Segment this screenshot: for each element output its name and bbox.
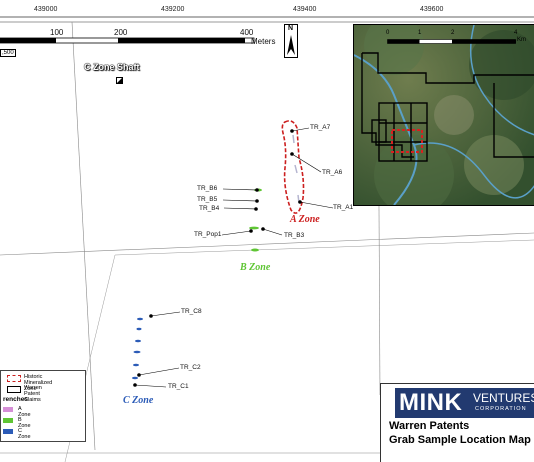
inset-study-area — [391, 129, 423, 153]
trench-b — [251, 248, 259, 252]
sample-point — [254, 207, 258, 211]
sample-point — [255, 188, 259, 192]
sample-point — [261, 227, 265, 231]
scale-ratio: ,500 — [0, 49, 16, 57]
sample-label: TR_B5 — [197, 196, 218, 203]
legend-swatch — [7, 375, 21, 382]
river — [469, 25, 534, 136]
sample-label: TR_A6 — [322, 169, 343, 176]
trench-c — [137, 317, 143, 321]
historic-zone-a-outline — [281, 120, 305, 214]
sample-label: TR_B4 — [199, 205, 220, 212]
grid-line-v1 — [71, 21, 96, 451]
trench-group-c — [132, 317, 143, 380]
sample-label: TR_C8 — [181, 308, 202, 315]
map-title: Warren Patents — [389, 420, 470, 432]
leader-line — [223, 207, 257, 210]
legend-label: Warren Patent Claims — [24, 385, 42, 403]
legend-label: Historic Mineralized Zone — [24, 374, 53, 392]
leader-line — [299, 201, 334, 209]
map-subtitle: Grab Sample Location Map — [389, 434, 531, 446]
zone-label-c: C Zone — [123, 395, 154, 406]
legend-label: B Zone — [18, 417, 31, 429]
coord-label: 439600 — [420, 6, 444, 13]
coord-label: 439400 — [293, 6, 317, 13]
sample-label: TR_C1 — [168, 383, 189, 390]
leader-line — [291, 127, 310, 132]
sample-point — [255, 199, 259, 203]
road-line — [114, 239, 534, 256]
north-arrow: N — [284, 24, 298, 58]
sample-point — [290, 129, 294, 133]
trench-b — [249, 226, 259, 230]
trench-c — [133, 363, 139, 367]
sample-point — [249, 229, 253, 233]
sample-label: TR_Pop1 — [194, 231, 222, 238]
sample-label: TR_A7 — [310, 124, 331, 131]
inset-scale-unit: Km — [517, 37, 526, 43]
inset-scale-bar: 0 1 2 4 Km — [384, 30, 526, 52]
legend-label: C Zone — [18, 428, 31, 440]
trench-c — [133, 350, 141, 354]
sample-point — [290, 152, 294, 156]
legend-label: A Zone — [18, 406, 31, 418]
leader-line — [291, 153, 322, 173]
trench-c — [132, 376, 138, 380]
leader-line — [134, 384, 167, 388]
sample-point — [137, 373, 141, 377]
logo-brand: MINK — [399, 389, 463, 416]
leader-line — [222, 188, 258, 191]
company-logo: MINK VENTURES CORPORATION — [395, 388, 534, 418]
coord-label: 439000 — [34, 6, 58, 13]
title-block: MINK VENTURES CORPORATION Warren Patents… — [380, 383, 534, 462]
trench-a — [292, 134, 295, 144]
mine-shaft-icon — [116, 77, 123, 84]
coord-label: 439200 — [161, 6, 185, 13]
sample-label: TR_B3 — [284, 232, 305, 239]
legend-swatch — [3, 407, 13, 412]
scale-tick-label: 200 — [114, 28, 128, 37]
grid-line-h — [0, 232, 534, 256]
trench-c — [136, 327, 142, 331]
legend-swatch — [3, 429, 13, 434]
inset-scale-tick: 4 — [514, 30, 518, 36]
zone-label-a: A Zone — [290, 214, 320, 225]
scale-unit: Meters — [251, 37, 276, 46]
north-arrow-icon — [287, 35, 295, 55]
leader-line — [138, 367, 180, 376]
zone-label-b: B Zone — [240, 262, 271, 273]
leader-line — [150, 311, 181, 317]
logo-suffix: VENTURES — [473, 391, 534, 405]
scale-tick-label: 100 — [50, 28, 64, 37]
north-label: N — [288, 25, 294, 32]
trench-a — [294, 164, 298, 174]
sample-point — [133, 383, 137, 387]
trench-c — [135, 339, 141, 343]
logo-sub: CORPORATION — [475, 406, 527, 412]
inset-imagery — [354, 25, 534, 205]
legend: Historic Mineralized Zone Warren Patent … — [0, 370, 86, 442]
inset-scale-tick: 0 — [386, 30, 390, 36]
sample-label: TR_A1 — [333, 204, 354, 211]
sample-point — [149, 314, 153, 318]
leader-line — [222, 199, 258, 202]
sample-label: TR_C2 — [180, 364, 201, 371]
legend-heading: renches — [3, 396, 28, 403]
inset-scale-tick: 2 — [451, 30, 455, 36]
legend-swatch — [3, 418, 13, 423]
scale-tick-label: 400 — [240, 28, 254, 37]
shaft-label: C Zone Shaft — [84, 62, 140, 72]
inset-map: 0 1 2 4 Km — [353, 24, 534, 206]
leader-line — [221, 230, 252, 236]
sample-point — [298, 200, 302, 204]
scale-bar: 100 200 400 Meters ,500 — [0, 24, 284, 57]
inset-scale-tick: 1 — [418, 30, 422, 36]
legend-swatch — [7, 386, 21, 393]
sample-label: TR_B6 — [197, 185, 218, 192]
river — [413, 142, 534, 199]
leader-line — [262, 228, 283, 236]
